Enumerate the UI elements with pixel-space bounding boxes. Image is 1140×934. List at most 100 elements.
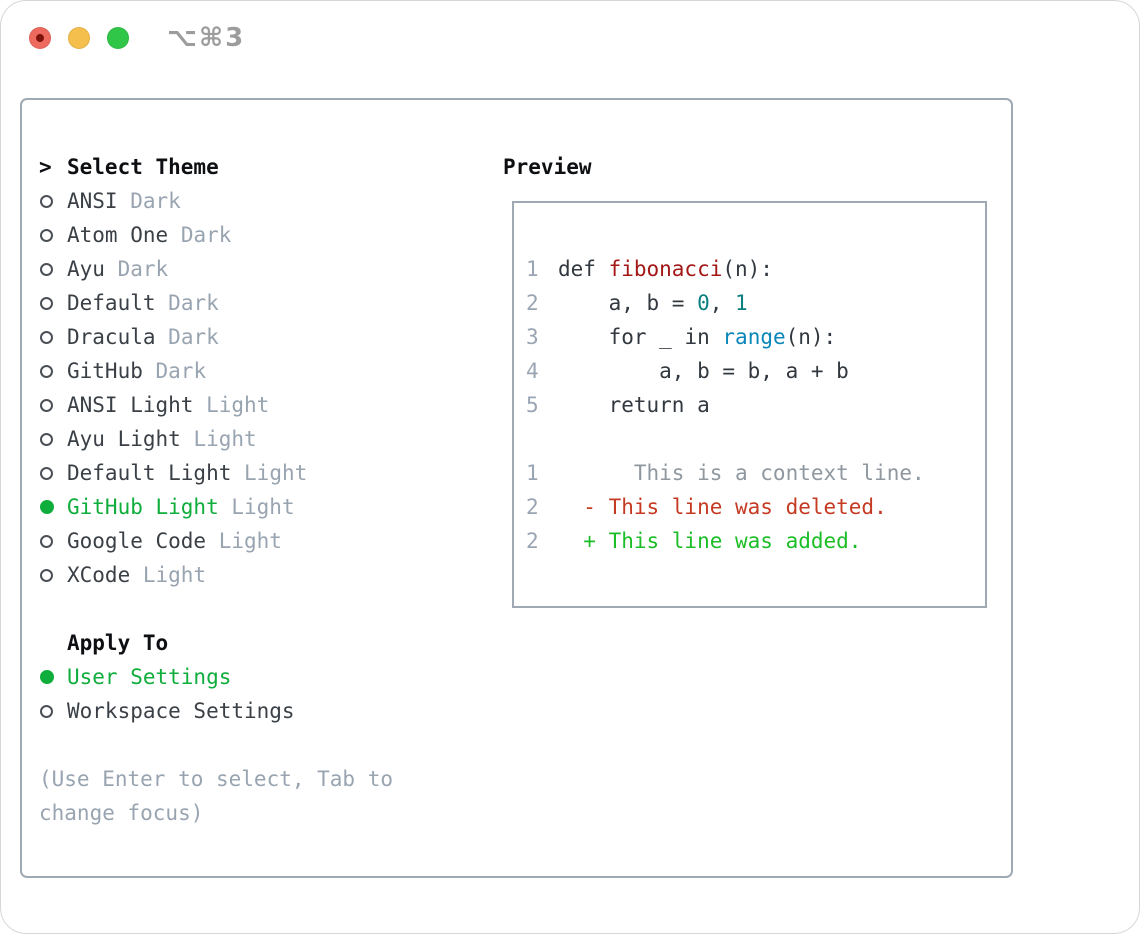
theme-variant: Dark bbox=[130, 189, 181, 213]
theme-name: XCode bbox=[67, 563, 131, 587]
select-theme-title: Select Theme bbox=[67, 155, 219, 179]
apply-to-label: Workspace Settings bbox=[67, 699, 295, 723]
close-button[interactable] bbox=[29, 27, 51, 49]
theme-variant: Dark bbox=[155, 359, 207, 383]
theme-name: Default Light bbox=[67, 461, 232, 485]
blank-line bbox=[526, 422, 985, 456]
theme-list: ANSI Dark Atom One Dark Ayu Dark Default… bbox=[39, 184, 393, 592]
spacer bbox=[39, 592, 393, 626]
theme-variant: Dark bbox=[117, 257, 169, 281]
code-token: a, b = b, a + b bbox=[558, 359, 849, 383]
radio-icon[interactable] bbox=[40, 466, 53, 480]
radio-icon[interactable] bbox=[40, 704, 53, 718]
theme-name: Google Code bbox=[67, 529, 207, 553]
select-theme-title-row: > Select Theme bbox=[39, 150, 393, 184]
radio-icon[interactable] bbox=[40, 534, 53, 548]
left-column: > Select Theme ANSI Dark Atom One Dark A… bbox=[39, 150, 393, 830]
line-number: 3 bbox=[526, 325, 539, 349]
theme-name: Ayu bbox=[67, 257, 105, 281]
theme-name: ANSI bbox=[67, 189, 118, 213]
code-token: 0 bbox=[697, 291, 710, 315]
line-number: 5 bbox=[526, 393, 539, 417]
radio-icon[interactable] bbox=[40, 568, 53, 582]
theme-variant: Dark bbox=[180, 223, 232, 247]
theme-variant: Light bbox=[193, 427, 257, 451]
theme-option[interactable]: Atom One Dark bbox=[39, 218, 393, 252]
traffic-lights bbox=[29, 27, 129, 49]
code-token: range bbox=[722, 325, 786, 349]
apply-to-option[interactable]: User Settings bbox=[39, 660, 393, 694]
code-token: return bbox=[608, 393, 685, 417]
theme-option[interactable]: XCode Light bbox=[39, 558, 393, 592]
line-number: 4 bbox=[526, 359, 539, 383]
theme-picker-panel: > Select Theme ANSI Dark Atom One Dark A… bbox=[20, 98, 1013, 878]
code-token: in bbox=[684, 325, 710, 349]
theme-option[interactable]: ANSI Dark bbox=[39, 184, 393, 218]
radio-icon[interactable] bbox=[40, 330, 53, 344]
line-number: 2 bbox=[526, 291, 539, 315]
radio-selected-icon[interactable] bbox=[40, 500, 54, 514]
theme-name: Dracula bbox=[67, 325, 156, 349]
line-number: 1 bbox=[526, 257, 539, 281]
theme-option[interactable]: Default Light Light bbox=[39, 456, 393, 490]
code-token: _ bbox=[646, 325, 685, 349]
radio-icon[interactable] bbox=[40, 262, 53, 276]
radio-icon[interactable] bbox=[40, 228, 53, 242]
code-line: 2 - This line was deleted. bbox=[526, 490, 985, 524]
code-token bbox=[710, 320, 723, 354]
prompt-icon: > bbox=[39, 155, 52, 179]
spacer bbox=[39, 728, 393, 762]
theme-option[interactable]: GitHub Light Light bbox=[39, 490, 393, 524]
theme-option[interactable]: Default Dark bbox=[39, 286, 393, 320]
radio-icon[interactable] bbox=[40, 398, 53, 412]
code-token: This is a context line. bbox=[558, 461, 925, 485]
code-token: 1 bbox=[735, 291, 748, 315]
code-token: , bbox=[709, 291, 736, 315]
minimize-button[interactable] bbox=[68, 27, 90, 49]
radio-icon[interactable] bbox=[40, 432, 53, 446]
theme-name: ANSI Light bbox=[67, 393, 194, 417]
code-token: + This line was added. bbox=[558, 529, 862, 553]
theme-option[interactable]: Dracula Dark bbox=[39, 320, 393, 354]
theme-variant: Light bbox=[244, 461, 308, 485]
code-token bbox=[558, 388, 609, 422]
theme-variant: Light bbox=[231, 495, 295, 519]
preview-title: Preview bbox=[503, 155, 592, 179]
theme-name: Atom One bbox=[67, 223, 169, 247]
theme-name: GitHub bbox=[67, 359, 143, 383]
theme-variant: Light bbox=[206, 393, 270, 417]
theme-name: Default bbox=[67, 291, 156, 315]
theme-option[interactable]: Ayu Light Light bbox=[39, 422, 393, 456]
radio-icon[interactable] bbox=[40, 364, 53, 378]
line-number: 1 bbox=[526, 461, 539, 485]
radio-selected-icon[interactable] bbox=[40, 670, 54, 684]
window-shortcut-label: ⌥⌘3 bbox=[167, 23, 246, 53]
radio-icon[interactable] bbox=[40, 194, 53, 208]
hint-line-1: (Use Enter to select, Tab to bbox=[39, 767, 394, 791]
theme-name: Ayu Light bbox=[67, 427, 181, 451]
code-line: 2 a, b = 0, 1 bbox=[526, 286, 985, 320]
code-token: (n): bbox=[722, 257, 773, 281]
code-line: 1 def fibonacci(n): bbox=[526, 252, 985, 286]
code-line: 4 a, b = b, a + b bbox=[526, 354, 985, 388]
line-number: 2 bbox=[526, 529, 539, 553]
theme-option[interactable]: ANSI Light Light bbox=[39, 388, 393, 422]
radio-icon[interactable] bbox=[40, 296, 53, 310]
theme-option[interactable]: Google Code Light bbox=[39, 524, 393, 558]
hint-line-2: change focus) bbox=[39, 801, 204, 825]
theme-name: GitHub Light bbox=[67, 495, 219, 519]
theme-option[interactable]: GitHub Dark bbox=[39, 354, 393, 388]
theme-variant: Light bbox=[218, 529, 282, 553]
code-line: 1 This is a context line. bbox=[526, 456, 985, 490]
code-token: def bbox=[558, 257, 609, 281]
theme-option[interactable]: Ayu Dark bbox=[39, 252, 393, 286]
apply-to-title: Apply To bbox=[67, 631, 169, 655]
code-token: fibonacci bbox=[608, 257, 723, 281]
theme-variant: Light bbox=[142, 563, 207, 587]
zoom-button[interactable] bbox=[107, 27, 129, 49]
apply-to-option[interactable]: Workspace Settings bbox=[39, 694, 393, 728]
code-token: - This line was deleted. bbox=[558, 495, 887, 519]
code-token bbox=[558, 320, 609, 354]
code-line: 5 return a bbox=[526, 388, 985, 422]
